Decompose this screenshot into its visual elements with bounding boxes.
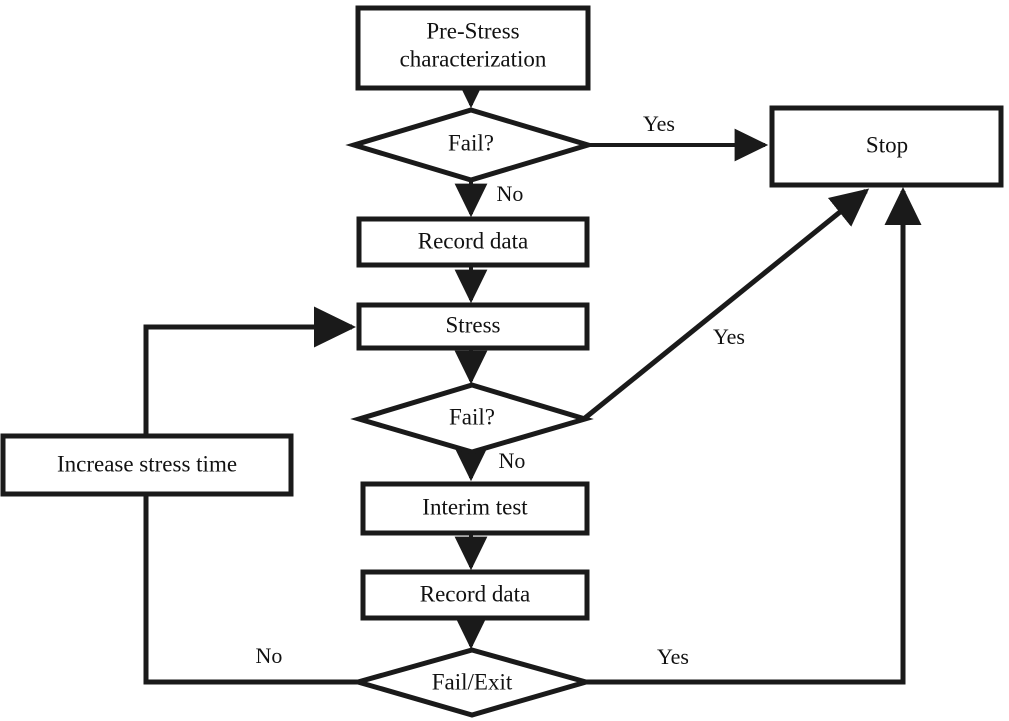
edge-label-fail1-no: No — [497, 181, 524, 206]
node-pre-stress-label-line1: Pre-Stress — [426, 18, 519, 43]
node-fail-decision-2[interactable]: Fail? — [350, 382, 594, 455]
node-fail-2-label: Fail? — [449, 404, 495, 429]
node-stress[interactable]: Stress — [356, 302, 590, 351]
edge-fail2-yes-to-stop — [583, 188, 870, 420]
edge-label-failexit-yes: Yes — [657, 644, 689, 669]
edge-label-fail2-yes: Yes — [713, 324, 745, 349]
node-fail-exit-label: Fail/Exit — [432, 669, 513, 694]
node-stop-label: Stop — [866, 132, 908, 157]
node-interim-test-label: Interim test — [422, 494, 528, 519]
node-fail-exit-decision[interactable]: Fail/Exit — [348, 647, 596, 718]
node-record-data-2[interactable]: Record data — [360, 569, 590, 621]
node-fail-1-label: Fail? — [448, 130, 494, 155]
node-record-data-1-label: Record data — [418, 228, 528, 253]
node-stress-label: Stress — [446, 312, 501, 337]
node-pre-stress-characterization[interactable]: Pre-Stress characterization — [355, 5, 591, 91]
node-record-data-2-label: Record data — [420, 581, 530, 606]
node-record-data-1[interactable]: Record data — [356, 216, 590, 268]
edge-label-fail2-no: No — [499, 448, 526, 473]
edge-failexit-yes-to-stop — [586, 187, 922, 685]
node-pre-stress-label-line2: characterization — [400, 46, 547, 71]
edge-label-failexit-no: No — [256, 643, 283, 668]
node-stop[interactable]: Stop — [769, 105, 1004, 188]
node-increase-stress-time[interactable]: Increase stress time — [0, 433, 294, 497]
node-increase-stress-time-label: Increase stress time — [57, 451, 237, 476]
node-fail-decision-1[interactable]: Fail? — [345, 107, 597, 183]
edge-failexit-no-loop — [143, 306, 358, 685]
node-interim-test[interactable]: Interim test — [360, 481, 590, 536]
edge-label-fail1-yes: Yes — [643, 111, 675, 136]
